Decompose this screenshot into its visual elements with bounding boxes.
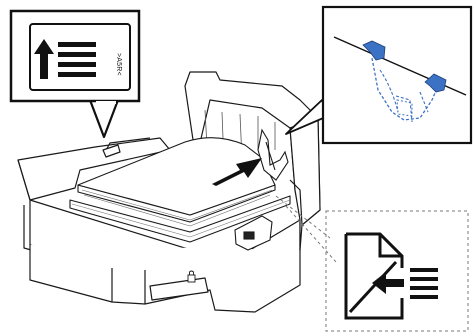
paper-insert-edge-icon — [340, 226, 446, 322]
zoom-callout — [286, 7, 471, 143]
paper-size-mark: >A5R< — [110, 46, 122, 82]
